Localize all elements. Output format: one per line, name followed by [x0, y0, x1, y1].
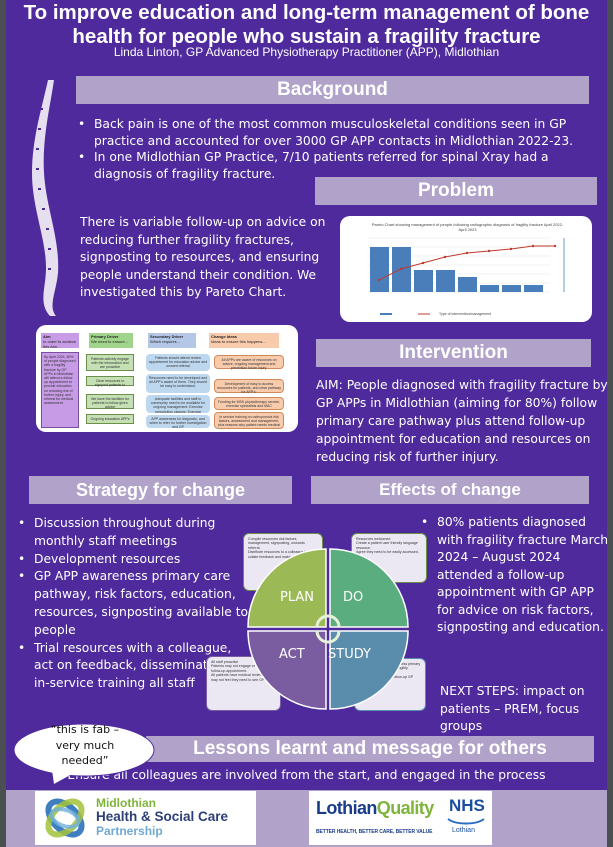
dd-primary-item: We have the facilities for patients to f… — [86, 394, 134, 409]
lothian-quality-wordmark: LothianQuality — [316, 798, 434, 819]
note-line: Compile resources risk factors, manageme… — [248, 537, 305, 550]
dd-secondary-item: Patients should attend review appointmen… — [146, 354, 210, 371]
problem-heading: Problem — [315, 177, 597, 205]
dd-primary-sub: We need to ensure... — [91, 338, 129, 344]
note-line: Resources welcomed — [356, 537, 391, 541]
intervention-text: AIM: People diagnosed with fragility fra… — [316, 378, 608, 464]
background-bullet: In one Midlothian GP Practice, 7/10 pati… — [76, 149, 601, 182]
background-bullets: Back pain is one of the most common musc… — [76, 116, 601, 182]
title-line-1: To improve education and long-term manag… — [23, 1, 590, 24]
pdsa-do-label: DO — [343, 590, 364, 605]
dd-aim-title: Aim — [43, 334, 51, 339]
note-line: Agree they need to be easily accessed. — [356, 550, 419, 555]
dd-change-title: Change Ideas — [211, 334, 238, 339]
strategy-bullet: Development resources — [16, 551, 254, 569]
next-steps-text: NEXT STEPS: impact on patients – PREM, f… — [440, 684, 585, 733]
pareto-chart-card: Pareto Chart showing management of peopl… — [340, 216, 592, 322]
intervention-heading: Intervention — [316, 339, 591, 367]
pdsa-cycle-diagram — [247, 548, 409, 710]
spine-icon — [32, 80, 59, 316]
poster-title: To improve education and long-term manag… — [6, 0, 607, 49]
hscp-swirl-icon — [45, 798, 85, 838]
problem-text: There is variable follow-up on advice on… — [80, 215, 326, 299]
strategy-bullet: GP APP awareness primary care pathway, r… — [16, 568, 254, 639]
quote-line: “this is fab – — [50, 723, 120, 736]
background-heading: Background — [76, 76, 589, 104]
dd-aim-box: By April 2024, 80% of people diagnosed w… — [41, 352, 79, 428]
background-bullet: Back pain is one of the most common musc… — [76, 116, 601, 149]
nhs-wave-icon — [447, 818, 485, 825]
dd-secondary-item: Resources need to be developed and all A… — [146, 374, 210, 393]
pdsa-act-note: All staff proactive Patients may not eng… — [206, 656, 281, 711]
dd-primary-title: Primary Driver — [91, 334, 119, 339]
nhs-lothian-text: Lothian — [452, 827, 475, 834]
chart-x-label: Type of intervention/management — [439, 312, 491, 316]
chart-title: Pareto Chart showing management of peopl… — [371, 222, 564, 232]
dd-change-item: Funding for MSK physiotherapy service, e… — [214, 397, 284, 410]
note-line: All staff proactive — [211, 660, 239, 664]
lessons-heading: Lessons learnt and message for others — [146, 736, 594, 762]
dd-change-item: Development of easy to access resources … — [214, 379, 284, 394]
poster: To improve education and long-term manag… — [6, 0, 609, 847]
note-line: Distribute resources to a colleague to t… — [248, 550, 316, 559]
note-line: All patients have medical review and may… — [211, 673, 273, 682]
note-line: Create a patient user friendly language … — [356, 541, 418, 550]
hscp-line-2: Health & Social Care — [96, 809, 229, 824]
dd-change-item: All APPs are aware of resources on advic… — [214, 355, 284, 370]
quote-text: “this is fab – very much needed” — [18, 722, 152, 769]
title-line-2: health for people who sustain a fragilit… — [72, 25, 541, 48]
dd-secondary-sub: Which requires... — [150, 338, 181, 344]
dd-primary-item: Patients actively engage with the inform… — [86, 354, 134, 371]
strategy-bullet: Trial resources with a colleague, act on… — [16, 640, 254, 693]
dd-primary-item: Clear resources to signpost patients to — [86, 376, 134, 387]
quote-line: very much — [55, 738, 115, 752]
strategy-heading: Strategy for change — [29, 476, 292, 504]
pareto-chart — [368, 237, 565, 315]
nhs-wordmark: NHS — [449, 796, 485, 815]
hscp-line-3: Partnership — [96, 824, 163, 838]
dd-change-item: In service training on osteoporosis risk… — [214, 412, 284, 429]
lq-tagline: BETTER HEALTH, BETTER CARE, BETTER VALUE — [316, 829, 433, 835]
pdsa-study-label: STUDY — [328, 647, 371, 662]
logo-bar: Midlothian Health & Social Care Partners… — [6, 790, 607, 847]
hscp-line-1: Midlothian — [96, 796, 156, 810]
lq-lothian: Lothian — [316, 798, 377, 818]
dd-secondary-item: Adequate facilities and staff in communi… — [146, 395, 210, 413]
dd-change-sub: Ideas to ensure this happens... — [211, 338, 266, 344]
lessons-text: Ensure all colleagues are involved from … — [67, 768, 546, 782]
dd-aim-sub: In order to achieve this Aim... — [43, 338, 77, 349]
strategy-bullets: Discussion throughout during monthly sta… — [16, 515, 254, 693]
quote-line: needed” — [61, 754, 109, 767]
effects-bullet: 80% patients diagnosed with fragility fr… — [419, 514, 609, 637]
effects-heading: Effects of change — [311, 476, 589, 504]
author-line: Linda Linton, GP Advanced Physiotherapy … — [113, 45, 500, 59]
pdsa-act-label: ACT — [279, 647, 305, 662]
dd-primary-item: Ongoing education APPs — [86, 414, 134, 424]
note-line: Patients may not engage or attend follow… — [211, 664, 266, 673]
midlothian-hscp-logo: Midlothian Health & Social Care Partners… — [35, 791, 256, 845]
dd-secondary-item: APP awareness for diagnosis, and when to… — [146, 415, 210, 429]
effects-bullets: 80% patients diagnosed with fragility fr… — [419, 514, 609, 637]
lothian-quality-nhs-logo: LothianQuality BETTER HEALTH, BETTER CAR… — [309, 791, 492, 845]
dd-secondary-title: Secondary Driver — [150, 334, 184, 339]
lq-quality: Quality — [376, 798, 434, 818]
speech-bubble — [13, 723, 155, 784]
pdsa-plan-label: PLAN — [280, 590, 314, 605]
strategy-bullet: Discussion throughout during monthly sta… — [16, 515, 254, 551]
